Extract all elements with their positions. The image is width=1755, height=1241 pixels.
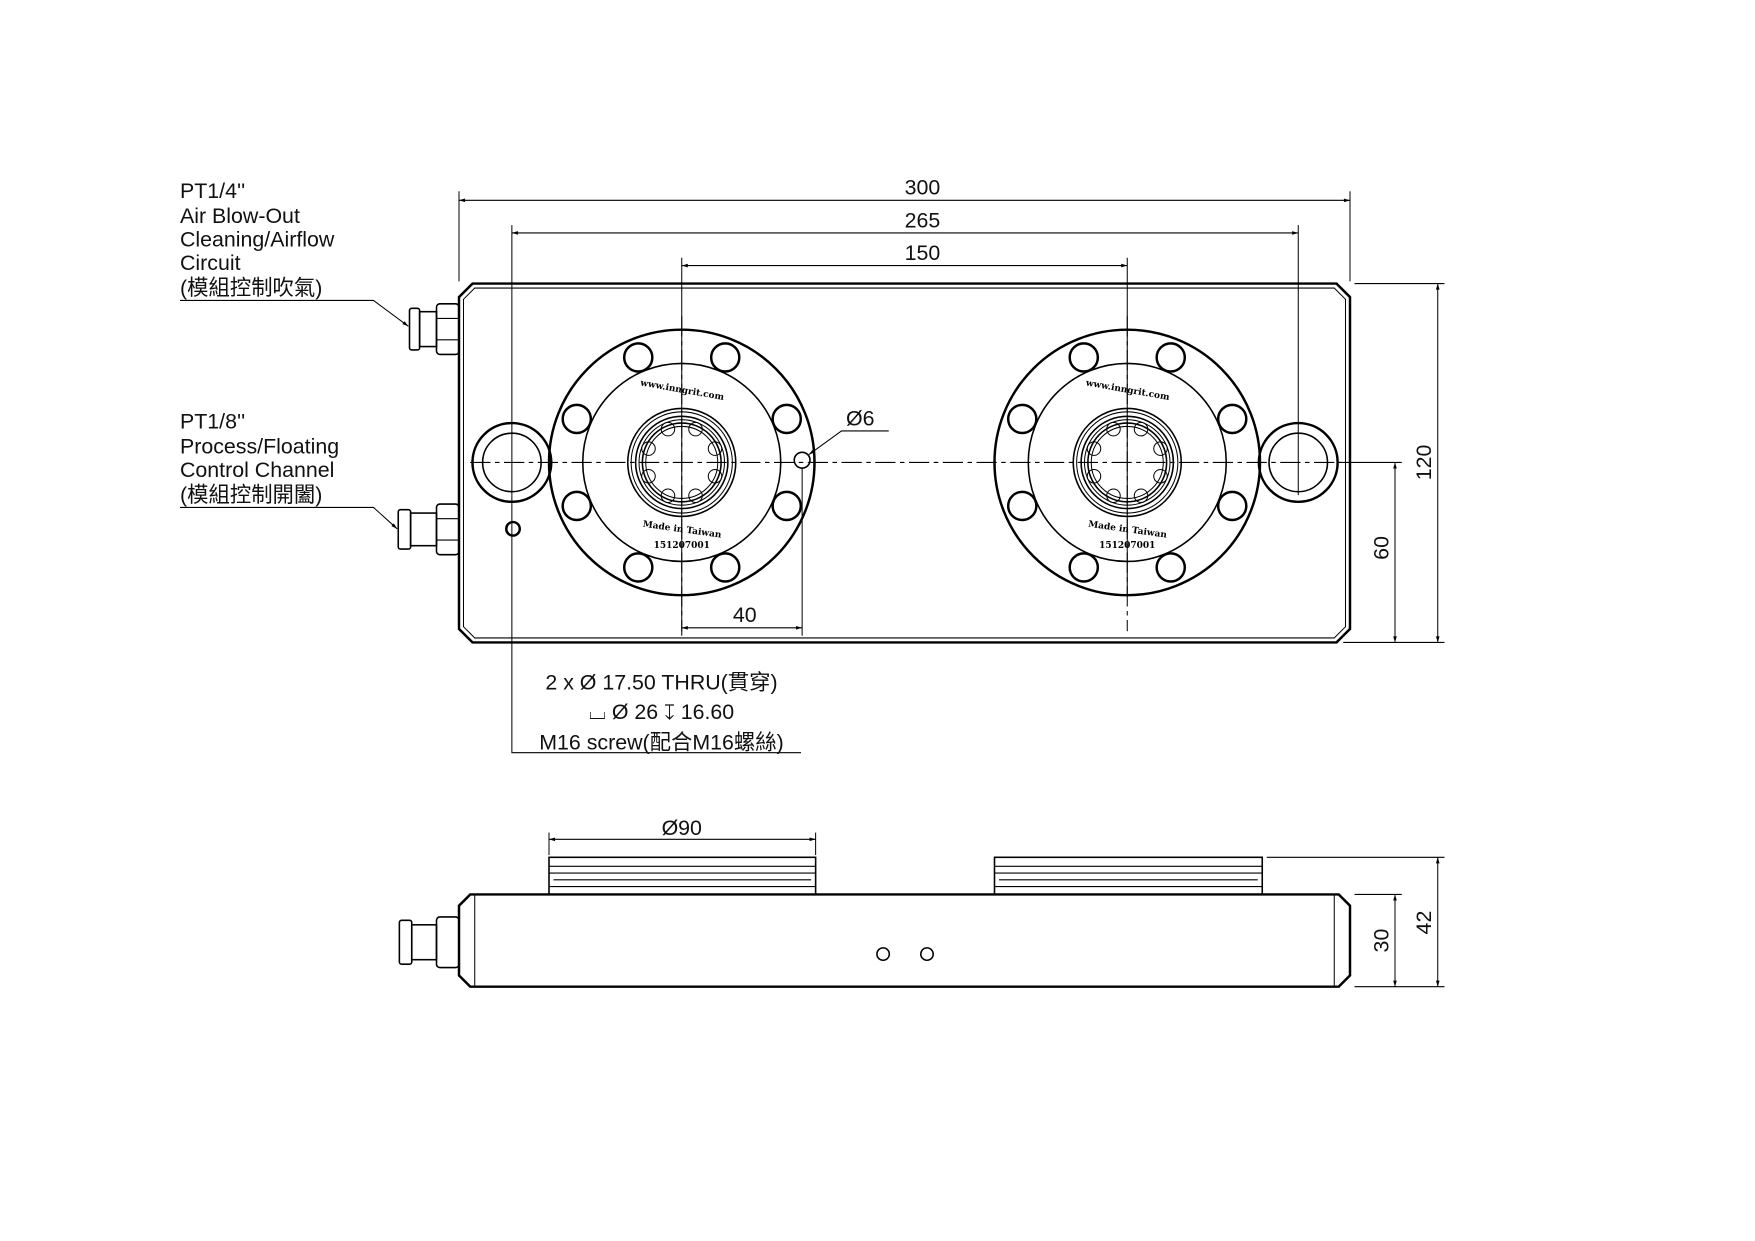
callout-line: Cleaning/Airflow <box>180 227 335 251</box>
ball-lock-pocket <box>707 441 723 456</box>
bolt-hole <box>1068 342 1100 373</box>
side-port-hole <box>876 947 891 962</box>
dim-module-spacing: 150 <box>681 241 1128 636</box>
small-port-hole <box>505 520 521 537</box>
ball-lock-pocket <box>1153 468 1168 484</box>
dim-height: 120 <box>1343 283 1445 643</box>
bolt-hole <box>1155 342 1187 373</box>
bolt-hole <box>771 403 803 435</box>
bolt-hole <box>622 552 654 583</box>
ball-lock-pocket <box>1153 441 1168 456</box>
side-flange-right <box>993 856 1264 896</box>
callout-air-port: PT1/4'' Air Blow-Out Cleaning/Airflow Ci… <box>180 179 409 327</box>
ball-lock-pocket <box>688 488 703 503</box>
note-line: M16 screw(配合M16螺絲) <box>539 730 783 754</box>
side-view: Ø90 30 42 <box>398 816 1445 988</box>
dim-pin-offset: 40 <box>681 468 803 636</box>
side-body-outline <box>457 893 1352 988</box>
bolt-hole <box>709 342 741 373</box>
ball-lock-pocket <box>660 488 676 503</box>
callout-line: PT1/8'' <box>180 410 245 434</box>
bolt-hole <box>1006 403 1038 435</box>
dim-flange-diameter: Ø90 <box>548 816 817 856</box>
side-port-hole <box>920 947 934 962</box>
dim-text: 40 <box>733 603 757 627</box>
base-plate-outline <box>457 282 1352 644</box>
bolt-hole <box>561 403 593 435</box>
bolt-hole <box>561 490 593 522</box>
callout-line: Control Channel <box>180 458 334 482</box>
bolt-hole <box>622 342 654 373</box>
ball-lock-pocket <box>707 468 723 484</box>
ball-lock-pocket <box>1133 421 1149 437</box>
bolt-hole <box>709 552 741 583</box>
dim-text: Ø90 <box>662 816 702 840</box>
side-fitting <box>398 916 460 969</box>
dim-text: 42 <box>1412 911 1436 935</box>
ball-lock-pocket <box>660 421 676 437</box>
dim-text: 120 <box>1412 444 1436 480</box>
ball-lock-pocket <box>1106 421 1121 437</box>
callout-line: PT1/4'' <box>180 179 245 203</box>
plate-chamfer-line <box>462 287 1347 639</box>
note-line: ⌴ Ø 26 ↧ 16.60 <box>589 700 734 724</box>
dim-center-height: 60 <box>1338 461 1402 643</box>
ball-lock-pocket <box>641 468 656 484</box>
dim-body-thickness: 30 <box>1354 893 1445 988</box>
hole-note: 2 x Ø 17.50 THRU(貫穿) ⌴ Ø 26 ↧ 16.60 M16 … <box>511 495 801 754</box>
callout-line: (模組控制吹氣) <box>180 276 322 300</box>
ball-lock-pocket <box>1106 488 1121 503</box>
callout-line: Circuit <box>180 251 241 275</box>
dim-text: 30 <box>1369 929 1393 953</box>
dim-overall-length: 300 <box>458 176 1351 282</box>
callout-line: Process/Floating <box>180 434 339 458</box>
ball-lock-pocket <box>1133 488 1149 503</box>
bolt-hole <box>1068 552 1100 583</box>
callout-process-port: PT1/8'' Process/Floating Control Channel… <box>180 410 398 530</box>
dim-text: 150 <box>905 241 941 265</box>
dim-text: 265 <box>905 208 941 232</box>
note-line: 2 x Ø 17.50 THRU(貫穿) <box>545 671 777 695</box>
bolt-hole <box>1216 403 1248 435</box>
process-fitting-bottom <box>397 503 460 556</box>
callout-line: (模組控制開闔) <box>180 483 322 507</box>
callout-line: Air Blow-Out <box>180 204 300 228</box>
dim-text: Ø6 <box>846 406 875 430</box>
dim-text: 300 <box>905 176 941 200</box>
side-flange-left <box>548 856 817 896</box>
bolt-hole <box>771 490 803 522</box>
bolt-hole <box>1216 490 1248 522</box>
bolt-hole <box>1155 552 1187 583</box>
dim-total-thickness: 42 <box>1266 856 1445 987</box>
ball-lock-pocket <box>641 441 656 456</box>
ball-lock-pocket <box>1086 468 1102 484</box>
locating-pin-hole <box>793 451 811 469</box>
ball-lock-pocket <box>688 421 703 437</box>
ball-lock-pocket <box>1086 441 1102 456</box>
air-fitting-top <box>408 303 460 356</box>
dim-hole-spacing: 265 <box>511 208 1299 496</box>
dim-text: 60 <box>1369 536 1393 560</box>
dim-pin-diameter: Ø6 <box>808 406 889 455</box>
bolt-hole <box>1006 490 1038 522</box>
